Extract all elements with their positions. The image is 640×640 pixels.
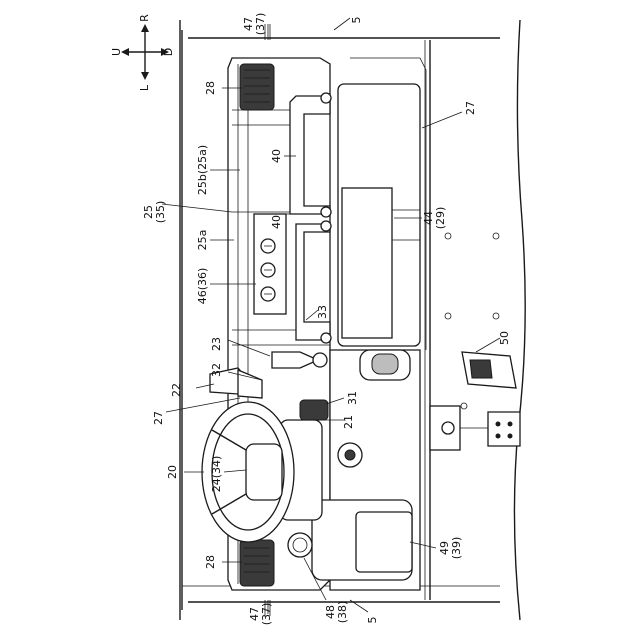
compass-down-label: D: [162, 48, 175, 56]
label-40-b: 40: [270, 215, 283, 229]
label-27-right: 27: [464, 101, 477, 115]
label-31: 31: [346, 391, 359, 405]
label-48: 48(38): [324, 601, 349, 624]
compass-up-label: U: [110, 48, 123, 56]
label-47-bottom-text: 47(37): [248, 603, 273, 626]
label-28-top: 28: [204, 81, 217, 95]
label-5-top: 5: [350, 17, 363, 24]
glove-box: [338, 58, 426, 350]
label-47-bottom: 47(37): [248, 603, 273, 626]
cup-holder: [288, 533, 312, 557]
label-28-bottom: 28: [204, 555, 217, 569]
label-50: 50: [498, 331, 511, 345]
label-25: 25(35): [142, 201, 167, 224]
speaker-top: [240, 64, 274, 110]
label-40-a: 40: [270, 149, 283, 163]
shift-lever: [272, 352, 327, 368]
label-24: 24(34): [210, 456, 223, 493]
label-25a: 25a: [196, 230, 209, 251]
label-21: 21: [342, 415, 355, 429]
compass-right-label: R: [138, 14, 151, 22]
label-22: 22: [170, 383, 183, 397]
label-33: 33: [316, 305, 329, 319]
label-47-top-text: 47(37): [242, 13, 267, 36]
pedal-accelerator: [462, 352, 516, 388]
label-27-left: 27: [152, 411, 165, 425]
speaker-bottom: [240, 540, 274, 586]
label-49: 49(39): [438, 537, 463, 560]
label-46: 46(36): [196, 268, 209, 305]
pedal-brake: [430, 406, 520, 450]
label-47-top: 47(37): [242, 13, 267, 36]
compass-left-label: L: [138, 84, 151, 91]
label-20: 20: [166, 465, 179, 479]
label-32: 32: [210, 363, 223, 377]
label-25b: 25b(25a): [196, 145, 209, 195]
label-23: 23: [210, 337, 223, 351]
label-5-bottom: 5: [366, 617, 379, 624]
